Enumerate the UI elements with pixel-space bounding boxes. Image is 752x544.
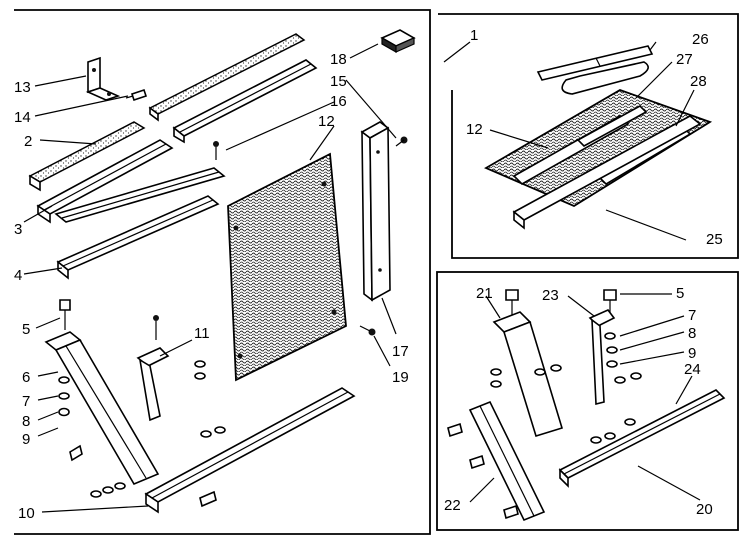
callout-12: 12 <box>318 113 335 130</box>
vertical-angle-17 <box>360 121 391 302</box>
main-kit-frame <box>14 9 431 535</box>
screw-19 <box>359 325 376 336</box>
foam-panel-12 <box>484 89 713 208</box>
base-rail-10 <box>144 387 356 514</box>
rail-24 <box>558 389 726 488</box>
l-bracket <box>85 56 121 101</box>
washer-stack-right <box>490 332 642 388</box>
bracket-23 <box>588 289 617 406</box>
upper-channel <box>172 59 318 144</box>
callout-19: 19 <box>392 369 409 386</box>
screw-16 <box>213 141 219 160</box>
bracket-21 <box>492 289 563 437</box>
callout-1: 1 <box>470 27 478 44</box>
callout-9: 9 <box>22 431 30 448</box>
callout-4: 4 <box>14 267 22 284</box>
callout-3: 3 <box>14 221 22 238</box>
leg-22 <box>447 400 546 522</box>
foam-block <box>380 29 416 54</box>
screw-15 <box>395 136 408 147</box>
callout-27: 27 <box>676 51 693 68</box>
leader-lines <box>23 41 701 513</box>
callout-17: 17 <box>392 343 409 360</box>
bolt-cluster <box>69 444 217 508</box>
filler-panel <box>227 152 347 382</box>
callout-5: 5 <box>22 321 30 338</box>
callout-22: 22 <box>444 497 461 514</box>
callout-14: 14 <box>14 109 31 126</box>
callout-9-bracket-kit: 9 <box>688 345 696 362</box>
seal-strip-26 <box>536 45 654 81</box>
channel-3 <box>36 139 174 224</box>
bracket-11 <box>136 315 170 422</box>
bolt-5 <box>59 299 71 330</box>
callout-7-bracket-kit: 7 <box>688 307 696 324</box>
callout-8-bracket-kit: 8 <box>688 325 696 342</box>
leg-bracket-6 <box>44 331 160 486</box>
loop-seal-27 <box>561 61 649 95</box>
callout-12-seal-kit: 12 <box>466 121 483 138</box>
callout-10: 10 <box>18 505 35 522</box>
callout-23: 23 <box>542 287 559 304</box>
callout-16: 16 <box>330 93 347 110</box>
callout-28: 28 <box>690 73 707 90</box>
top-angle-rail <box>148 33 306 122</box>
long-channel <box>54 167 226 223</box>
callout-6: 6 <box>22 369 30 386</box>
callout-2: 2 <box>24 133 32 150</box>
callout-15: 15 <box>330 73 347 90</box>
bracket-kit-frame <box>436 271 739 531</box>
callout-8: 8 <box>22 413 30 430</box>
callout-24: 24 <box>684 361 701 378</box>
callout-13: 13 <box>14 79 31 96</box>
panel-angle <box>512 115 702 230</box>
angle-4 <box>56 195 220 280</box>
seal-kit-frame <box>438 13 739 259</box>
side-rail-2 <box>28 121 146 192</box>
callout-11: 11 <box>194 325 210 342</box>
callout-20: 20 <box>696 501 713 518</box>
washer-stack <box>58 376 70 417</box>
callout-25: 25 <box>706 231 723 248</box>
callout-7: 7 <box>22 393 30 410</box>
callout-21: 21 <box>476 285 493 302</box>
callout-26: 26 <box>692 31 709 48</box>
callout-18: 18 <box>330 51 347 68</box>
nut-set <box>194 360 226 438</box>
screw-14 <box>125 88 148 102</box>
callout-5-bracket-kit: 5 <box>676 285 684 302</box>
